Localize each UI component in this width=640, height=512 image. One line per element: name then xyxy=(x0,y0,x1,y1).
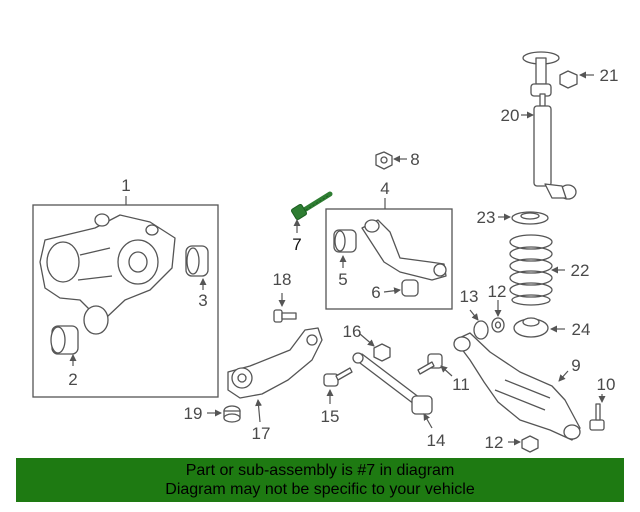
callout-12-upper: 12 xyxy=(488,282,507,301)
callout-13: 13 xyxy=(460,287,479,306)
upper-arm-part-4 xyxy=(361,219,447,281)
nut-part-21 xyxy=(559,70,578,89)
callout-20: 20 xyxy=(501,106,520,125)
part-notice-banner: Part or sub-assembly is #7 in diagram Di… xyxy=(16,458,624,502)
bushing-part-5 xyxy=(333,229,357,253)
callout-24: 24 xyxy=(572,320,591,339)
callout-6: 6 xyxy=(371,283,380,302)
washer-part-19 xyxy=(223,405,241,423)
washer-part-13 xyxy=(473,320,489,340)
spring-seat-part-24 xyxy=(513,317,549,338)
callout-22: 22 xyxy=(571,261,590,280)
nut-part-12-upper xyxy=(491,317,505,333)
callout-1: 1 xyxy=(121,176,130,195)
toe-link-part-14 xyxy=(352,352,433,415)
leader-lines xyxy=(69,71,606,446)
callout-3: 3 xyxy=(198,291,207,310)
bolt-part-10 xyxy=(589,403,605,431)
callout-8: 8 xyxy=(410,150,419,169)
callout-5: 5 xyxy=(338,270,347,289)
callout-12-lower: 12 xyxy=(485,433,504,452)
nut-part-16 xyxy=(373,343,391,362)
callout-10: 10 xyxy=(597,375,616,394)
callout-4: 4 xyxy=(380,179,389,198)
upper-arm-assembly-frame xyxy=(325,208,453,310)
callout-18: 18 xyxy=(273,270,292,289)
callout-16: 16 xyxy=(343,322,362,341)
callout-11: 11 xyxy=(452,375,470,394)
callout-15: 15 xyxy=(321,407,340,426)
callout-19: 19 xyxy=(184,404,203,423)
knuckle-part-1 xyxy=(39,213,176,335)
bolt-part-15 xyxy=(323,367,353,387)
callout-9: 9 xyxy=(571,356,580,375)
banner-line-part-number: Part or sub-assembly is #7 in diagram xyxy=(185,462,455,479)
spring-seat-part-23 xyxy=(511,211,549,225)
callout-23: 23 xyxy=(477,208,496,227)
callout-2: 2 xyxy=(68,370,77,389)
bolt-part-18 xyxy=(273,309,297,323)
bolt-part-7-highlighted xyxy=(290,191,333,221)
bushing-part-2 xyxy=(50,325,79,355)
coil-spring-part-22 xyxy=(509,234,553,306)
nut-part-8 xyxy=(375,151,393,170)
banner-line-disclaimer: Diagram may not be specific to your vehi… xyxy=(165,481,475,498)
nut-part-12-lower xyxy=(521,435,539,453)
trailing-arm-part-17 xyxy=(227,327,323,399)
callout-21: 21 xyxy=(600,66,619,85)
callout-14: 14 xyxy=(427,431,446,450)
bushing-part-6 xyxy=(401,279,419,297)
bolt-part-11 xyxy=(417,353,443,375)
callout-numbers: 1 2 3 4 5 6 7 8 9 10 11 12 12 13 14 15 1… xyxy=(68,66,618,452)
callout-17: 17 xyxy=(252,424,271,443)
shock-absorber-part-20 xyxy=(522,51,577,200)
lower-arm-part-9 xyxy=(453,332,581,441)
callout-7: 7 xyxy=(292,235,301,254)
bushing-part-3 xyxy=(185,245,209,277)
